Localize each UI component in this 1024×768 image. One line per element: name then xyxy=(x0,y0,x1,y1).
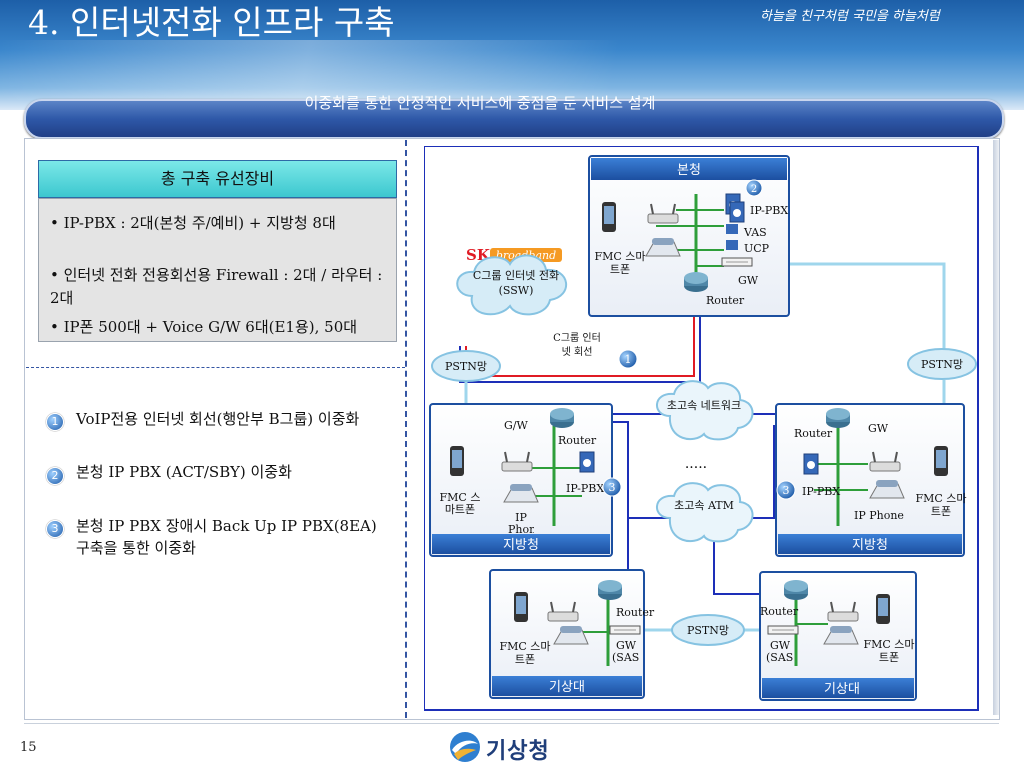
hq-title: 본청 xyxy=(677,163,701,178)
kma-right-title: 기상대 xyxy=(824,682,860,697)
horizontal-divider xyxy=(26,367,405,368)
equipment-item-ipphone: • IP폰 500대 + Voice G/W 6대(E1용), 50대 xyxy=(50,318,358,336)
page-number: 15 xyxy=(20,740,37,755)
frame-shadow xyxy=(993,140,999,715)
kma-left-title: 기상대 xyxy=(549,680,585,695)
regional-left-fmc-label: FMC 스마트폰 xyxy=(439,492,481,516)
redundancy-item-3: 본청 IP PBX 장애시 Back Up IP PBX(8EA) 구축을 통한… xyxy=(76,517,377,557)
page-title: 4. 인터넷전화 인프라 구축 xyxy=(28,3,395,42)
regional-left-ippbx-label: IP-PBX xyxy=(566,482,604,495)
kma-right-gw-icon xyxy=(767,625,799,635)
regional-right-ippbx-icon xyxy=(803,453,819,475)
c-line-label: C그룹 인터넷 회선 xyxy=(553,333,601,358)
pstn-bottom-cloud xyxy=(671,614,745,646)
pstn-right-label: PSTN망 xyxy=(921,358,963,371)
c-line-num xyxy=(618,349,638,369)
kma-right-gw-label: GW (SAS) xyxy=(766,640,794,664)
redundancy-num-2: 2 xyxy=(46,467,64,485)
atm-cloud xyxy=(656,482,754,543)
subtitle: 이중화를 통한 안정적인 서비스에 중점을 둔 서비스 설계 xyxy=(304,94,656,112)
hq-fmc-label: FMC 스마트폰 xyxy=(594,250,646,276)
regional-right-ippbx-label: IP-PBX xyxy=(802,485,840,498)
redundancy-item-1: VoIP전용 인터넷 회선(행안부 B그룹) 이중화 xyxy=(76,410,360,428)
kma-right-router-label: Router xyxy=(760,605,799,618)
regional-left-num xyxy=(602,477,622,497)
atm-label: 초고속 ATM xyxy=(674,499,734,512)
hq-gw-icon xyxy=(721,257,753,267)
kma-right-router-icon xyxy=(784,580,808,600)
kma-logo-icon xyxy=(450,732,480,762)
kma-right-title-bar xyxy=(762,678,914,698)
redundancy-num-1: 1 xyxy=(46,413,64,431)
pstn-left-label: PSTN망 xyxy=(445,360,487,373)
regional-right-router-label: Router xyxy=(794,427,833,440)
fast-net-cloud xyxy=(656,380,754,441)
header-band xyxy=(0,0,1024,110)
hq-vas-icon xyxy=(726,224,738,234)
kma-right-smartphone-icon xyxy=(876,594,890,624)
kma-left-router-label: Router xyxy=(616,606,655,619)
footer-line xyxy=(24,723,999,724)
hq-num xyxy=(745,179,763,197)
vertical-divider xyxy=(405,140,407,718)
hq-smartphone-icon xyxy=(602,202,616,232)
regional-left-num-label: 3 xyxy=(609,481,616,494)
kma-logo-text: 기상청 xyxy=(486,739,550,764)
regional-right-smartphone-icon xyxy=(934,446,948,476)
regional-right-num xyxy=(776,480,796,500)
hq-gw-label: GW xyxy=(738,274,759,287)
kma-right-fmc-label: FMC 스마트폰 xyxy=(863,638,915,664)
regional-left-gw-label: G/W xyxy=(504,419,528,432)
regional-right-router-icon xyxy=(826,408,850,428)
net-dots: ····· xyxy=(685,460,707,476)
regional-right-gw-label: GW xyxy=(868,422,889,435)
hq-router-label: Router xyxy=(706,294,745,307)
hq-ippbx-label: IP-PBX xyxy=(750,204,788,217)
regional-left-ipphone-label: IP Phone xyxy=(508,512,534,534)
hq-ucp-label: UCP xyxy=(744,242,770,255)
regional-left-router-label: Router xyxy=(558,434,597,447)
redundancy-num-3: 3 xyxy=(46,520,64,538)
regional-right-ipphone-label: IP Phone xyxy=(854,509,904,522)
regional-right-box xyxy=(775,403,965,557)
pstn-bottom-label: PSTN망 xyxy=(687,624,729,637)
kma-left-router-icon xyxy=(598,580,622,600)
equipment-heading: 총 구축 유선장비 xyxy=(38,160,397,198)
regional-right-num-label: 3 xyxy=(783,484,790,497)
pstn-right-cloud xyxy=(907,348,977,380)
kma-left-fmc-label: FMC 스마트폰 xyxy=(499,640,551,666)
redundancy-item-2: 본청 IP PBX (ACT/SBY) 이중화 xyxy=(76,463,292,481)
regional-left-ippbx-icon xyxy=(579,451,595,473)
ssw-label: C그룹 인터넷 전화(SSW) xyxy=(472,269,560,297)
regional-left-smartphone-icon xyxy=(450,446,464,476)
hq-num-label: 2 xyxy=(751,184,757,195)
hq-pstn-line xyxy=(752,262,946,352)
kma-left-title-bar xyxy=(492,676,642,696)
regional-left-title: 지방청 xyxy=(503,538,539,553)
hq-ippbx2-icon xyxy=(729,201,745,223)
ssw-cloud xyxy=(456,254,568,316)
hq-title-bar xyxy=(591,158,787,180)
equipment-item-ippbx: • IP-PBX : 2대(본청 주/예비) + 지방청 8대 xyxy=(50,214,336,232)
regional-right-title: 지방청 xyxy=(852,538,888,553)
equipment-item-firewall: • 인터넷 전화 전용회선용 Firewall : 2대 / 라우터 : 2대 xyxy=(50,266,383,307)
kma-left-gw-label: GW (SAS) xyxy=(612,640,640,664)
regional-right-title-bar xyxy=(778,534,962,554)
kma-left-smartphone-icon xyxy=(514,592,528,622)
hq-router-icon xyxy=(684,272,708,292)
kma-left-gw-icon xyxy=(609,625,641,635)
pstn-left-cloud xyxy=(431,350,501,382)
regional-right-fmc-label: FMC 스마트폰 xyxy=(915,492,967,518)
hq-vas-label: VAS xyxy=(743,226,767,239)
c-line-num-label: 1 xyxy=(625,353,632,366)
regional-left-title-bar xyxy=(432,534,610,554)
regional-left-router-icon xyxy=(550,408,574,428)
fast-net-label: 초고속 네트워크 xyxy=(666,399,742,412)
equipment-box xyxy=(38,198,397,342)
hq-ucp-icon xyxy=(726,240,738,250)
network-diagram: 본청 2 IP-PBX VAS UCP GW Router FMC 스마트폰 S… xyxy=(424,146,979,711)
slogan: 하늘을 친구처럼 국민을 하늘처럼 xyxy=(760,9,940,24)
